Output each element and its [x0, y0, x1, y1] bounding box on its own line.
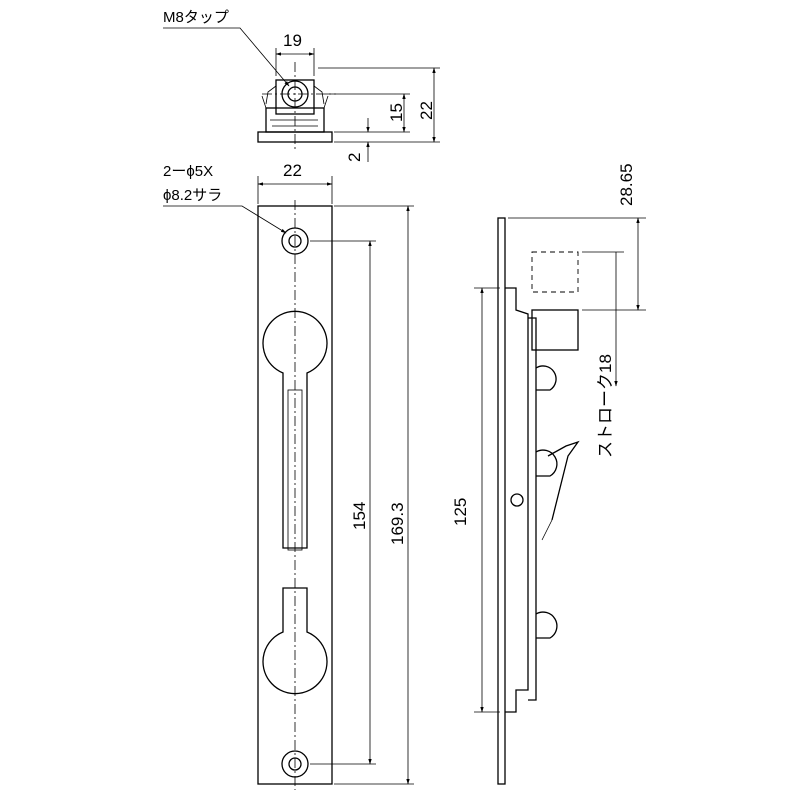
dim-side-offset: 28.65 [508, 163, 646, 311]
dim-22-plate-text: 22 [283, 161, 302, 180]
holes-leader [163, 205, 287, 234]
dim-2-text: 2 [345, 153, 364, 162]
holes-label-line1: 2ーϕ5X [163, 163, 213, 180]
dim-top-width: 19 [275, 31, 315, 76]
dim-plate-width: 22 [257, 161, 333, 204]
stroke-text: ストローク18 [596, 354, 615, 458]
dim-19-text: 19 [283, 31, 302, 50]
holes-label-line2: ϕ8.2サラ [163, 187, 222, 204]
dim-125-text: 125 [451, 498, 470, 526]
top-view [257, 62, 336, 150]
side-view [497, 217, 580, 785]
tap-label: M8タップ [163, 9, 229, 26]
dim-154-text: 154 [350, 502, 369, 530]
dim-169-3-text: 169.3 [388, 502, 407, 545]
dim-top-heights: 15 22 2 [318, 67, 440, 162]
dim-15-text: 15 [387, 103, 406, 122]
dim-stroke: ストローク18 [582, 251, 624, 458]
dim-plate-lengths: 154 169.3 [310, 205, 414, 785]
dim-side-length: 125 [451, 287, 500, 713]
dim-28-65-text: 28.65 [617, 163, 636, 206]
tap-leader [163, 27, 290, 87]
dim-22-top-text: 22 [417, 101, 436, 120]
front-view [257, 200, 333, 790]
